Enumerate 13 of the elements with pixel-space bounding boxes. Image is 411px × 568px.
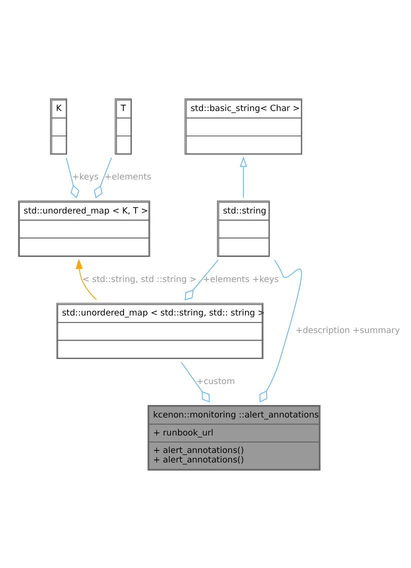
connector <box>180 361 210 402</box>
arrow <box>240 156 247 198</box>
edge-label: < std::string, std ::string > <box>82 274 197 284</box>
arrow <box>76 258 97 300</box>
edge-label: +elements <box>104 172 152 182</box>
connector <box>94 156 112 198</box>
edge-label: +keys <box>72 172 99 182</box>
connector <box>259 259 302 402</box>
edge-label: +description +summary <box>296 326 400 336</box>
connector <box>184 259 219 300</box>
edge-label: +custom <box>196 376 235 387</box>
edge-label: +elements +keys <box>202 274 279 284</box>
connector <box>66 156 80 198</box>
